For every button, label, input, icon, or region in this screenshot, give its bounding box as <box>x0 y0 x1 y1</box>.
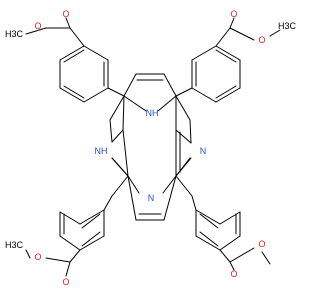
bond-line <box>215 85 237 99</box>
bond-line <box>69 249 81 263</box>
bond-line <box>219 211 241 225</box>
bond-line <box>109 95 125 121</box>
bond-line <box>175 95 191 121</box>
structure-diagram: NH NH N N O O H3C O O H3C O H3C O O O <box>5 9 297 287</box>
bond-line <box>63 85 85 99</box>
oxygen-carbonyl-bottom-right: O <box>230 269 237 279</box>
oxygen-ester-top-right: O <box>258 35 265 45</box>
bond-line <box>79 235 105 251</box>
bond-line <box>122 129 129 177</box>
bond-line <box>191 45 217 61</box>
bond-line <box>215 87 241 103</box>
bond-line <box>59 235 81 251</box>
bonds <box>25 17 281 277</box>
oxygen-carbonyl-top-left: O <box>62 9 69 19</box>
bond-line <box>111 129 124 143</box>
atom-labels: NH NH N N O O H3C O O H3C O H3C O O O <box>5 9 297 287</box>
bond-line <box>59 211 81 225</box>
bond-line <box>195 209 221 225</box>
bond-line <box>175 157 191 177</box>
pyrrole-n-bottom-label: N <box>148 193 155 203</box>
bond-line <box>123 95 147 112</box>
bond-line <box>175 87 193 97</box>
oxygen-ester-bottom-right: O <box>258 239 265 249</box>
bond-line <box>229 247 255 263</box>
bond-line <box>69 27 85 47</box>
bond-line <box>162 175 177 194</box>
bond-line <box>219 249 231 263</box>
bond-line <box>157 95 177 112</box>
oxygen-ester-bottom-left: O <box>34 252 41 262</box>
methyl-top-right: H3C <box>278 21 297 31</box>
bond-line <box>79 209 105 225</box>
methyl-top-left: H3C <box>5 29 24 39</box>
bond-line <box>229 27 255 41</box>
bond-line <box>195 235 221 251</box>
pyrrole-nh-left-label: NH <box>95 146 108 156</box>
bond-line <box>199 231 219 247</box>
pyrrole-n-right-label: N <box>200 146 207 156</box>
bond-line <box>111 157 129 177</box>
bond-line <box>63 49 85 63</box>
bond-line <box>107 87 125 97</box>
bond-line <box>229 17 235 29</box>
bond-line <box>215 45 241 61</box>
bond-line <box>109 119 113 143</box>
bond-line <box>175 129 192 144</box>
bond-line <box>122 95 125 131</box>
bond-line <box>191 195 197 211</box>
bond-line <box>175 175 193 197</box>
bond-line <box>111 175 129 197</box>
oxygen-carbonyl-top-right: O <box>230 9 237 19</box>
bond-line <box>163 175 177 221</box>
methyl-bottom-left: H3C <box>5 240 24 250</box>
bond-line <box>65 17 71 29</box>
bond-line <box>215 49 237 63</box>
bond-line <box>229 261 235 271</box>
bond-line <box>127 175 140 194</box>
bond-line <box>219 235 241 251</box>
bond-line <box>83 45 109 61</box>
oxygen-ester-top-left: O <box>34 21 41 31</box>
bond-line <box>25 249 31 259</box>
bond-line <box>191 87 217 103</box>
bond-line <box>59 45 85 61</box>
bond-line <box>103 195 113 211</box>
bond-line <box>261 251 271 265</box>
bond-line <box>81 213 101 229</box>
bond-line <box>81 231 101 247</box>
pyrrole-nh-top-label: NH <box>146 108 159 118</box>
bond-line <box>269 29 281 37</box>
bond-line <box>59 87 85 103</box>
bond-line <box>163 73 177 97</box>
bond-line <box>25 27 47 35</box>
bond-line <box>215 27 231 47</box>
oxygen-carbonyl-bottom-left: O <box>62 277 69 287</box>
bond-line <box>189 119 192 144</box>
bond-line <box>45 257 71 263</box>
bond-line <box>123 73 137 97</box>
bond-line <box>83 87 109 103</box>
bond-line <box>199 213 219 229</box>
bond-line <box>127 175 137 221</box>
bond-line <box>65 261 71 277</box>
